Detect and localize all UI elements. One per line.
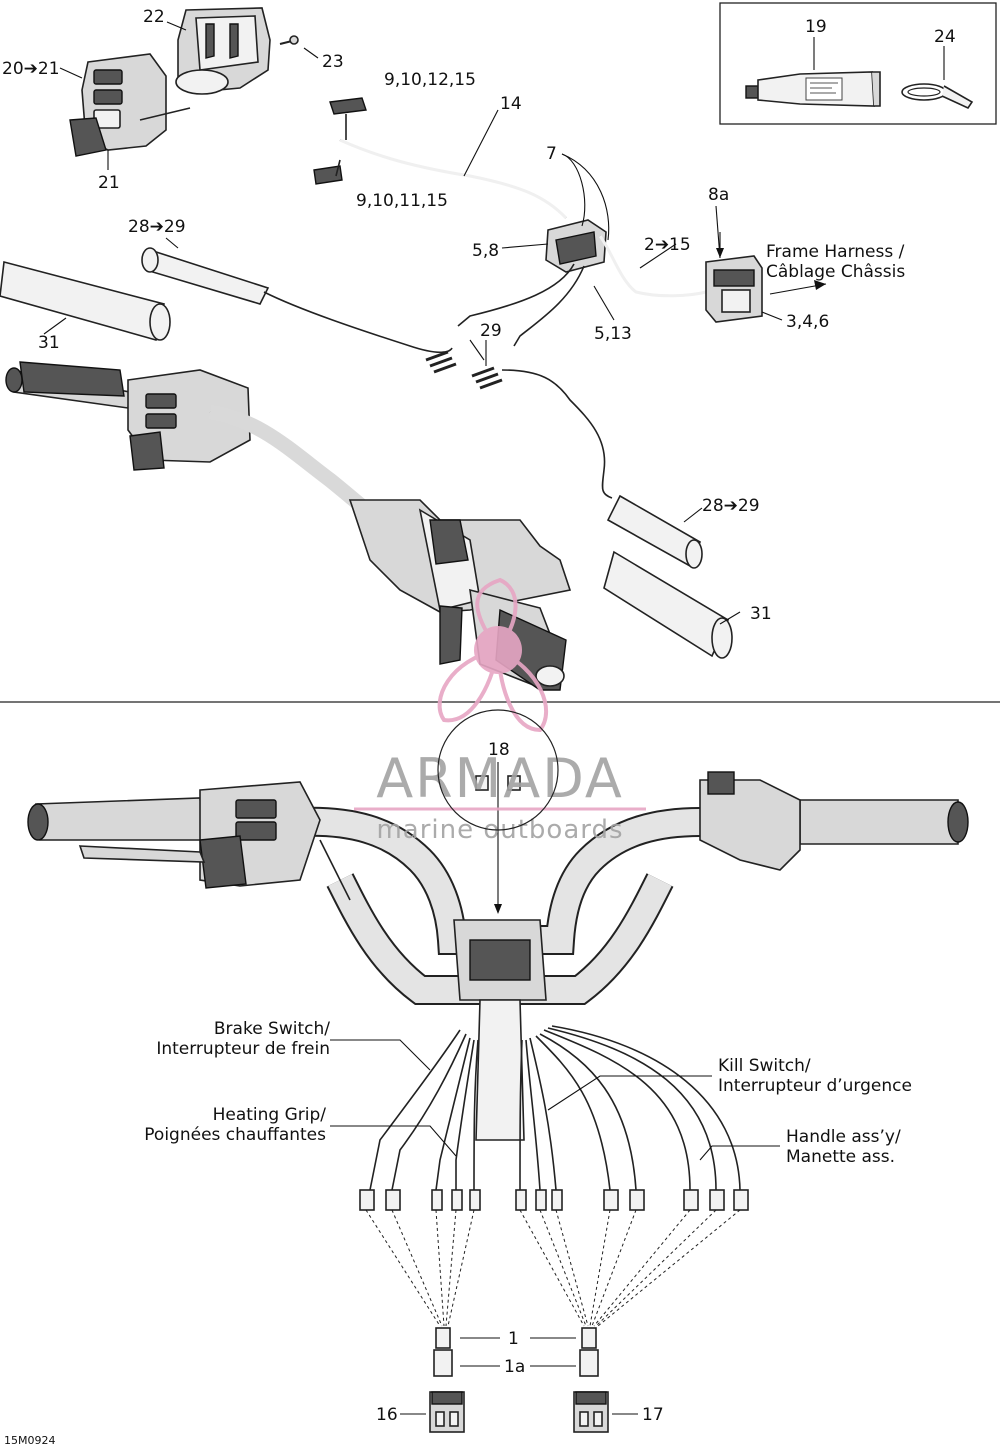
grip-connector-pins: [425, 350, 613, 499]
note-brake-switch-line2: Interrupteur de frein: [156, 1039, 330, 1059]
note-frame-harness-line2: Câblage Châssis: [766, 262, 905, 282]
grip-sleeve-left: [0, 260, 171, 341]
callout-21: 21: [98, 173, 120, 193]
left-switch-assembly: [69, 53, 191, 157]
callout-22: 22: [143, 7, 165, 27]
callout-29: 29: [480, 321, 502, 341]
callout-20-21: 20➔21: [2, 59, 60, 79]
wiring-harness: [313, 97, 763, 347]
handlebar-upper-assembly: [5, 361, 572, 691]
heating-grip-element-right: [606, 494, 703, 569]
callout-28-29-right: 28➔29: [702, 496, 760, 516]
note-kill-switch-line1: Kill Switch/: [718, 1056, 811, 1076]
callout-1: 1: [508, 1329, 519, 1349]
callout-19: 19: [805, 17, 827, 37]
accessory-inset: [719, 2, 997, 125]
connector-housing-17: [573, 1391, 609, 1433]
note-frame-harness-line1: Frame Harness /: [766, 242, 905, 262]
terminal-pins: [433, 1327, 599, 1377]
callout-18: 18: [488, 740, 510, 760]
detail-circle: [437, 709, 559, 831]
callout-5-8: 5,8: [472, 241, 499, 261]
grip-sleeve-right: [603, 550, 733, 659]
heating-grip-element-left: [141, 247, 453, 354]
callout-31-left: 31: [38, 333, 60, 353]
callout-14: 14: [500, 94, 522, 114]
callout-9-10-12-15: 9,10,12,15: [384, 70, 476, 90]
dashed-connection-lines: [365, 1209, 741, 1327]
callout-31-right: 31: [750, 604, 772, 624]
callout-28-29-left: 28➔29: [128, 217, 186, 237]
handlebar-lower-assembly: [27, 771, 969, 1211]
callout-24: 24: [934, 27, 956, 47]
switch-housing-cover: [175, 7, 271, 95]
note-brake-switch-line1: Brake Switch/: [214, 1019, 330, 1039]
note-handle-assy-line2: Manette ass.: [786, 1147, 895, 1167]
diagram-code: 15M0924: [4, 1434, 55, 1447]
callout-5-13: 5,13: [594, 324, 632, 344]
watermark-brand: ARMADA: [376, 747, 624, 810]
annotation-notes: Frame Harness / Câblage Châssis Brake Sw…: [144, 242, 912, 1167]
callout-2-15: 2➔15: [644, 235, 691, 255]
callout-16: 16: [376, 1405, 398, 1425]
callout-3-4-6: 3,4,6: [786, 312, 829, 332]
screw-icon: [279, 35, 299, 45]
note-handle-assy-line1: Handle ass’y/: [786, 1127, 901, 1147]
propeller-logo-icon: [437, 577, 549, 733]
callout-9-10-11-15: 9,10,11,15: [356, 191, 448, 211]
clip-icon: [475, 775, 521, 791]
connector-housing-16: [429, 1391, 465, 1433]
callout-17: 17: [642, 1405, 664, 1425]
cable-tie-icon: [901, 83, 974, 110]
note-heating-grip-line1: Heating Grip/: [213, 1105, 327, 1125]
grease-tube-icon: [745, 71, 881, 107]
callout-1a: 1a: [504, 1357, 525, 1377]
callout-23: 23: [322, 52, 344, 72]
note-kill-switch-line2: Interrupteur d’urgence: [718, 1076, 912, 1096]
callout-labels: 22 23 20➔21 21 9,10,12,15 14 9,10,11,15 …: [2, 7, 956, 1447]
callout-8a: 8a: [708, 185, 729, 205]
note-heating-grip-line2: Poignées chauffantes: [144, 1125, 326, 1145]
callout-7: 7: [546, 144, 557, 164]
